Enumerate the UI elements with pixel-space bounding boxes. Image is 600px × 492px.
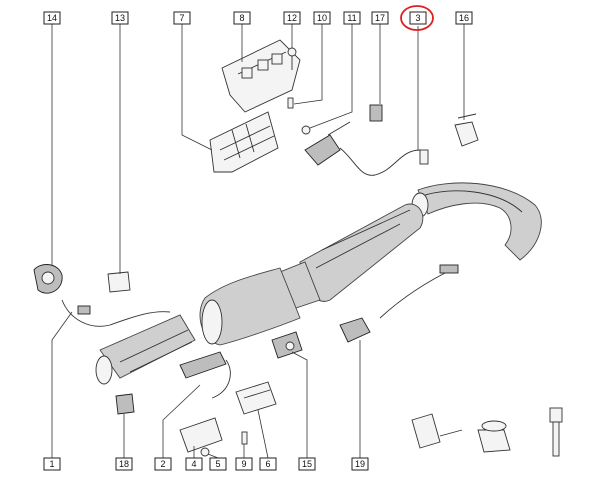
callout-4: 4 [185, 457, 203, 471]
callout-8: 8 [233, 11, 251, 25]
detail-inset-nut [477, 420, 511, 453]
callout-10: 10 [313, 11, 331, 25]
callout-11: 11 [343, 11, 361, 25]
sensor-1-wire [61, 299, 171, 327]
callout-2: 2 [154, 457, 172, 471]
connector-part [369, 104, 383, 122]
callout-7: 7 [173, 11, 191, 25]
nut-5 [200, 447, 210, 457]
callout-15: 15 [298, 457, 316, 471]
callout-1: 1 [43, 457, 61, 471]
pressure-sensor-15 [271, 331, 303, 359]
callout-17: 17 [371, 11, 389, 25]
svg-text:9: 9 [241, 459, 246, 469]
callout-6: 6 [259, 457, 277, 471]
callout-9: 9 [235, 457, 253, 471]
sensor-2 [179, 351, 231, 399]
bracket-13 [107, 271, 131, 293]
svg-text:15: 15 [302, 459, 312, 469]
leader-lines [51, 24, 465, 459]
bracket-6 [235, 381, 277, 415]
heat-shield-lower [209, 111, 279, 173]
callout-5: 5 [209, 457, 227, 471]
svg-text:7: 7 [179, 13, 184, 23]
exhaust-temp-sensor-3 [304, 121, 429, 176]
callout-16: 16 [455, 11, 473, 25]
callout-3: 3 [400, 5, 434, 31]
heat-shield-upper [221, 39, 301, 113]
callout-14: 14 [43, 11, 61, 25]
bolt-9 [241, 431, 248, 445]
svg-text:16: 16 [459, 13, 469, 23]
svg-text:11: 11 [347, 13, 356, 23]
svg-text:17: 17 [375, 13, 385, 23]
svg-text:19: 19 [355, 459, 365, 469]
svg-text:4: 4 [191, 459, 196, 469]
svg-text:3: 3 [415, 13, 420, 23]
nut-part [301, 125, 311, 135]
callout-12: 12 [283, 11, 301, 25]
exhaust-pipe [95, 182, 542, 385]
highlight-circle [400, 5, 434, 31]
callout-13: 13 [111, 11, 129, 25]
svg-text:18: 18 [119, 459, 129, 469]
svg-text:13: 13 [115, 13, 125, 23]
svg-text:5: 5 [215, 459, 220, 469]
callout-19: 19 [351, 457, 369, 471]
clip-part [454, 113, 479, 147]
svg-text:10: 10 [317, 13, 327, 23]
svg-text:12: 12 [287, 13, 297, 23]
clamp-18 [115, 393, 135, 415]
sensor-14 [33, 264, 63, 294]
svg-text:8: 8 [239, 13, 244, 23]
bracket-4 [179, 417, 223, 453]
svg-text:1: 1 [49, 459, 54, 469]
detail-inset-bolt [549, 407, 563, 457]
screw-part [287, 97, 294, 109]
svg-text:6: 6 [265, 459, 270, 469]
svg-text:14: 14 [47, 13, 57, 23]
callout-18: 18 [115, 457, 133, 471]
sensor-19 [339, 264, 459, 343]
svg-text:2: 2 [160, 459, 165, 469]
detail-inset-clip [411, 413, 463, 449]
